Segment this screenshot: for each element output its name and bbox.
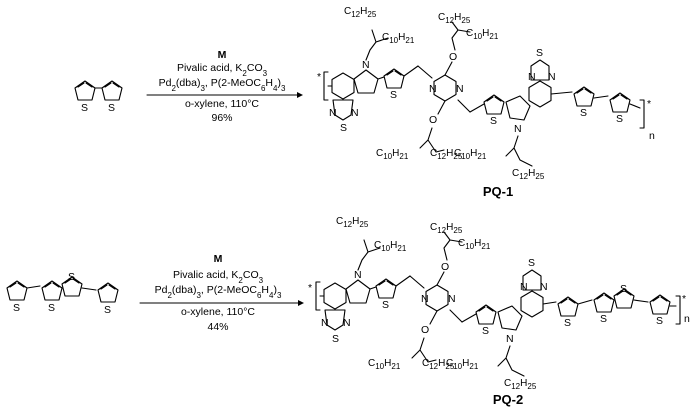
svg-text:S: S: [656, 315, 663, 327]
svg-text:S: S: [620, 283, 627, 295]
svg-text:O: O: [421, 324, 429, 336]
svg-text:C12H25: C12H25: [430, 222, 463, 235]
svg-text:n: n: [649, 130, 655, 142]
svg-text:N: N: [321, 317, 329, 329]
svg-text:S: S: [482, 325, 489, 337]
svg-text:S: S: [536, 47, 543, 59]
reaction-arrow-1: [146, 92, 303, 98]
svg-text:C10H21: C10H21: [374, 240, 407, 253]
svg-text:C12H25: C12H25: [438, 12, 471, 25]
svg-text:S: S: [332, 333, 339, 345]
svg-text:C10H21: C10H21: [376, 148, 409, 161]
svg-text:*: *: [317, 71, 321, 83]
condition-solvent: o-xylene, 110°C: [181, 306, 255, 318]
condition-catalyst: Pd2(dba)3, P(2-MeOC6H4)3: [155, 284, 282, 300]
polymer-pq2: * * n N N S N S C12H25 C10H21 N N O O C1…: [308, 216, 690, 391]
svg-text:C10H21: C10H21: [368, 358, 401, 371]
svg-text:N: N: [540, 281, 548, 293]
svg-text:N: N: [429, 83, 437, 95]
svg-text:S: S: [81, 102, 88, 114]
svg-text:C12H25: C12H25: [512, 168, 545, 181]
svg-text:C12H25: C12H25: [422, 358, 455, 371]
reagent-m: M: [218, 49, 227, 61]
svg-text:N: N: [354, 269, 362, 281]
conditions-1: M Pivalic acid, K2CO3 Pd2(dba)3, P(2-MeO…: [159, 49, 286, 124]
svg-text:*: *: [682, 293, 686, 305]
svg-text:S: S: [616, 113, 623, 125]
svg-text:C10H21: C10H21: [466, 28, 499, 41]
condition-base: Pivalic acid, K2CO3: [173, 269, 264, 285]
svg-text:S: S: [490, 115, 497, 127]
condition-catalyst: Pd2(dba)3, P(2-MeOC6H4)3: [159, 77, 286, 93]
svg-text:S: S: [528, 257, 535, 269]
svg-text:O: O: [429, 114, 437, 126]
condition-solvent: o-xylene, 110°C: [185, 98, 259, 110]
svg-text:C10H21: C10H21: [446, 358, 479, 371]
svg-text:N: N: [506, 333, 514, 345]
svg-text:N: N: [343, 317, 351, 329]
reactant-bithiophene: S S: [74, 80, 123, 114]
svg-text:C12H25: C12H25: [336, 216, 369, 229]
svg-text:N: N: [456, 83, 464, 95]
svg-text:S: S: [68, 271, 75, 283]
svg-text:N: N: [329, 107, 337, 119]
reagent-m: M: [214, 253, 223, 265]
label-pq1: PQ-1: [483, 184, 513, 199]
svg-text:C10H21: C10H21: [458, 238, 491, 251]
svg-text:S: S: [340, 122, 347, 134]
svg-text:S: S: [104, 304, 111, 316]
svg-text:C12H25: C12H25: [430, 148, 463, 161]
svg-text:C12H25: C12H25: [344, 6, 377, 19]
label-pq2: PQ-2: [493, 392, 523, 407]
yield: 96%: [211, 112, 232, 124]
svg-text:C10H21: C10H21: [382, 32, 415, 45]
svg-text:*: *: [308, 282, 312, 294]
svg-text:O: O: [449, 51, 457, 63]
svg-text:N: N: [520, 281, 528, 293]
svg-text:S: S: [48, 302, 55, 314]
svg-text:N: N: [362, 59, 370, 71]
svg-text:N: N: [351, 107, 359, 119]
yield: 44%: [207, 321, 228, 333]
condition-base: Pivalic acid, K2CO3: [177, 62, 268, 78]
svg-text:S: S: [108, 102, 115, 114]
conditions-2: M Pivalic acid, K2CO3 Pd2(dba)3, P(2-MeO…: [155, 253, 282, 333]
svg-text:n: n: [684, 313, 690, 325]
svg-text:S: S: [600, 313, 607, 325]
svg-text:S: S: [13, 302, 20, 314]
svg-text:N: N: [528, 71, 536, 83]
svg-text:N: N: [448, 293, 456, 305]
svg-text:S: S: [580, 107, 587, 119]
polymer-pq1: * * n N N S N S C12H25 C10H21 N N O O C1…: [317, 6, 655, 181]
svg-text:O: O: [441, 261, 449, 273]
svg-text:S: S: [382, 299, 389, 311]
svg-text:*: *: [647, 98, 651, 110]
reactant-thienothiophene-bithiophene: S S S S: [6, 271, 119, 316]
svg-text:N: N: [514, 123, 522, 135]
svg-text:N: N: [548, 71, 556, 83]
svg-text:S: S: [390, 89, 397, 101]
svg-text:C10H21: C10H21: [454, 148, 487, 161]
svg-text:C12H25: C12H25: [504, 378, 537, 391]
svg-text:N: N: [421, 293, 429, 305]
reaction-arrow-2: [139, 300, 304, 306]
svg-text:S: S: [564, 317, 571, 329]
